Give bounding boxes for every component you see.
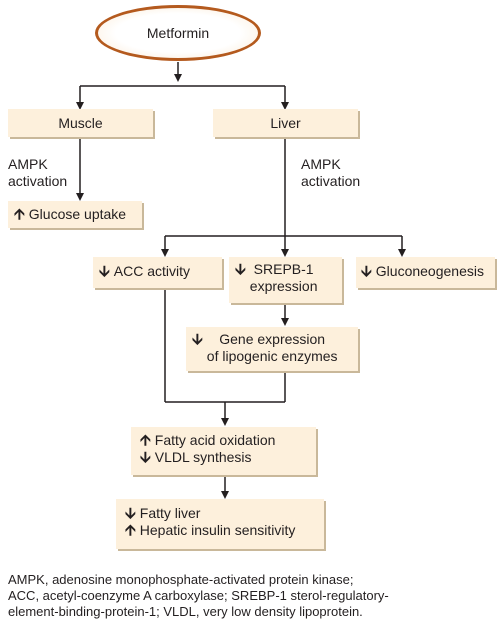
down-arrow-icon: 🡫 — [125, 505, 136, 522]
footnote-line-1: AMPK, adenosine monophosphate-activated … — [8, 572, 354, 587]
insulin-sensitivity-label: Hepatic insulin sensitivity — [139, 522, 296, 538]
gluconeogenesis-label: Gluconeogenesis — [375, 263, 484, 279]
muscle-label: Muscle — [58, 114, 103, 131]
fatty-acid-row: 🡩 Fatty acid oxidation — [140, 432, 316, 449]
srebp-text: SREPB-1 expression — [250, 261, 318, 295]
fatty-liver-label: Fatty liver — [139, 505, 201, 521]
down-arrow-icon: 🡫 — [361, 263, 372, 280]
muscle-node: Muscle — [8, 109, 153, 137]
vldl-row: 🡫 VLDL synthesis — [140, 449, 316, 466]
liver-node: Liver — [213, 109, 358, 137]
ampk-muscle-line-1: AMPK — [8, 156, 48, 172]
ampk-muscle-label: AMPK activation — [8, 156, 67, 190]
down-arrow-icon: 🡫 — [140, 449, 151, 466]
glucose-uptake-label: Glucose uptake — [28, 206, 127, 222]
down-arrow-icon: 🡫 — [99, 263, 110, 280]
srebp-node: 🡫 SREPB-1 expression — [229, 257, 342, 303]
ampk-muscle-line-2: activation — [8, 173, 68, 189]
gene-expression-text: Gene expression of lipogenic enzymes — [207, 331, 338, 365]
abbreviations-footnote: AMPK, adenosine monophosphate-activated … — [8, 572, 496, 620]
acc-activity-node: 🡫 ACC activity — [93, 257, 222, 288]
srebp-line-1: SREPB-1 — [253, 261, 314, 277]
metformin-label: Metformin — [146, 25, 210, 41]
ampk-liver-line-1: AMPK — [301, 156, 341, 172]
fatty-acid-oxidation-label: Fatty acid oxidation — [154, 432, 276, 448]
down-arrow-icon: 🡫 — [235, 261, 246, 278]
ampk-liver-line-2: activation — [301, 173, 361, 189]
glucose-uptake-node: 🡩 Glucose uptake — [8, 201, 142, 228]
down-arrow-icon: 🡫 — [192, 331, 203, 348]
ampk-liver-label: AMPK activation — [301, 156, 360, 190]
footnote-line-2: ACC, acetyl-coenzyme A carboxylase; SREB… — [8, 588, 389, 603]
up-arrow-icon: 🡩 — [125, 522, 136, 539]
fatty-liver-row: 🡫 Fatty liver — [125, 505, 324, 522]
gene-expression-node: 🡫 Gene expression of lipogenic enzymes — [186, 327, 358, 371]
footnote-line-3: element-binding-protein-1; VLDL, very lo… — [8, 604, 363, 619]
fatty-acid-node: 🡩 Fatty acid oxidation 🡫 VLDL synthesis — [131, 427, 316, 475]
up-arrow-icon: 🡩 — [140, 432, 151, 449]
insulin-sensitivity-row: 🡩 Hepatic insulin sensitivity — [125, 522, 324, 539]
liver-label: Liver — [270, 114, 301, 131]
srebp-line-2: expression — [249, 278, 318, 294]
outcome-node: 🡫 Fatty liver 🡩 Hepatic insulin sensitiv… — [116, 499, 324, 549]
gene-expression-line-1: Gene expression — [219, 331, 326, 347]
gene-expression-line-2: of lipogenic enzymes — [206, 348, 338, 364]
up-arrow-icon: 🡩 — [14, 206, 25, 223]
acc-activity-label: ACC activity — [113, 263, 191, 279]
metformin-node: Metformin — [95, 5, 261, 61]
gluconeogenesis-node: 🡫 Gluconeogenesis — [356, 257, 495, 288]
vldl-synthesis-label: VLDL synthesis — [154, 449, 252, 465]
